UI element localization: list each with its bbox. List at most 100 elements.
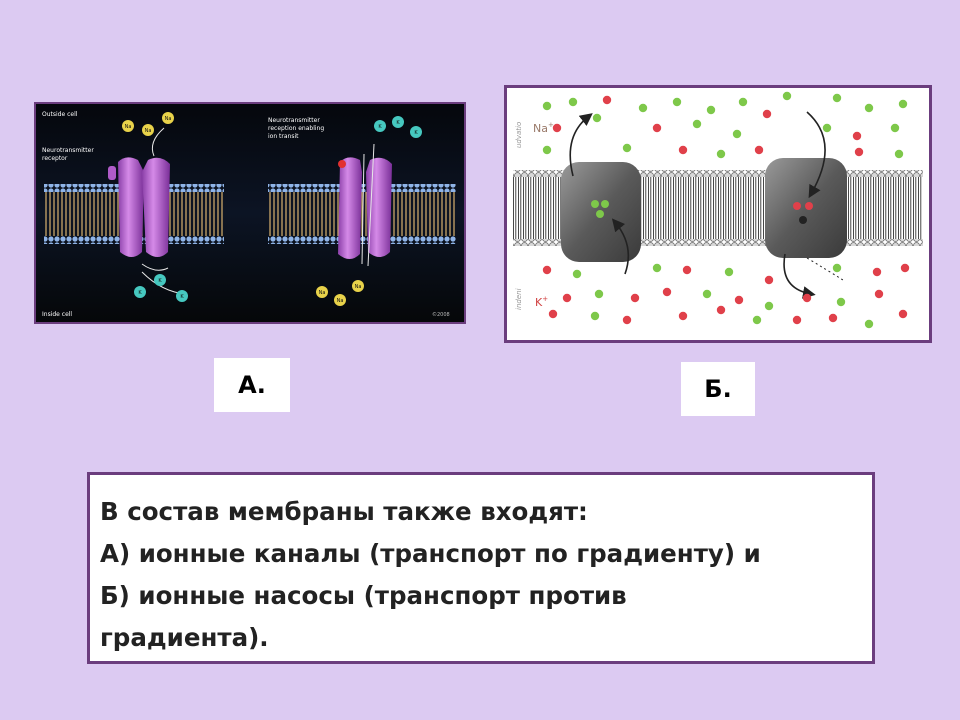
ion-particle (672, 97, 682, 107)
outside-label: udvatio (515, 122, 523, 148)
ion-particle (832, 93, 842, 103)
ion-particle (864, 103, 874, 113)
reception-label-line3: ion transit (268, 133, 299, 140)
ion-label: K (396, 120, 400, 126)
ion-particle (568, 97, 578, 107)
ion-particle (352, 280, 364, 292)
ion-label: K (158, 278, 162, 284)
caption-line-2: А) ионные каналы (транспорт по градиенту… (100, 539, 761, 568)
label-a: А. (214, 358, 290, 412)
outside-cell-label: Outside cell (42, 111, 78, 118)
ion-particle (374, 120, 386, 132)
ion-particle (392, 116, 404, 128)
ion-particle (316, 286, 328, 298)
ion-particle (678, 145, 688, 155)
ion-particle (732, 129, 742, 139)
caption-line-4: градиента). (100, 623, 269, 652)
ion-particle (716, 305, 726, 315)
ion-label: Na (145, 128, 152, 134)
ion-label: Na (355, 284, 362, 290)
credit-label: ©2008 (432, 311, 450, 318)
ion-particle (630, 293, 640, 303)
ion-particle (562, 293, 572, 303)
ion-particle (652, 123, 662, 133)
flow-arrows (141, 127, 375, 295)
ion-particle (738, 97, 748, 107)
ion-particle (894, 149, 904, 159)
figure-a-ion-channel: Outside cell Neurotransmitter receptor N… (34, 102, 466, 324)
caption-box: В состав мембраны также входят: А) ионны… (87, 472, 875, 664)
ion-pump-illustration: udvatio indeni Na+ K+ (507, 88, 929, 340)
ion-particle (334, 294, 346, 306)
open-channel (338, 157, 392, 259)
ion-particle (602, 95, 612, 105)
ion-particle (854, 147, 864, 157)
ion-particle (822, 123, 832, 133)
ion-particle (764, 301, 774, 311)
ion-particle (828, 313, 838, 323)
ion-particle (134, 286, 146, 298)
ion-particle (872, 267, 882, 277)
ion-particle (622, 315, 632, 325)
right-membrane (268, 184, 456, 244)
ion-label: Na (125, 124, 132, 130)
ion-particle (764, 275, 774, 285)
pump-left (561, 162, 641, 262)
ion-particle (898, 309, 908, 319)
ion-particle (542, 101, 552, 111)
ion-particle (762, 109, 772, 119)
ion-particle (662, 287, 672, 297)
ion-particle (852, 131, 862, 141)
label-b: Б. (681, 362, 755, 416)
ion-label: K (138, 290, 142, 296)
ion-particles (542, 91, 910, 329)
pump-right (765, 158, 847, 258)
reception-label-line2: reception enabling (268, 125, 324, 132)
caption-line-1: В состав мембраны также входят: (100, 497, 588, 526)
ion-label: Na (337, 298, 344, 304)
ion-particle (592, 113, 602, 123)
ion-particle (652, 263, 662, 273)
ion-particle (724, 267, 734, 277)
ion-particle (752, 315, 762, 325)
ion-particle (864, 319, 874, 329)
ion-particle (706, 105, 716, 115)
receptor-label-line2: receptor (42, 155, 68, 162)
caption-line-3: Б) ионные насосы (транспорт против (100, 581, 627, 610)
reception-label-line1: Neurotransmitter (268, 117, 320, 124)
ion-particle (154, 274, 166, 286)
receptor-label-line1: Neurotransmitter (42, 147, 94, 154)
inside-cell-label: Inside cell (42, 311, 72, 318)
ion-label: K (414, 130, 418, 136)
ion-particle (410, 126, 422, 138)
ion-particle (590, 311, 600, 321)
ion-particle (900, 263, 910, 273)
ion-particle (542, 145, 552, 155)
ion-particle (572, 269, 582, 279)
ion-particle (142, 124, 154, 136)
ion-particle (678, 311, 688, 321)
ion-particle (692, 119, 702, 129)
ion-particle (782, 91, 792, 101)
ion-label: K (180, 294, 184, 300)
ion-label: K (378, 124, 382, 130)
ion-particle (162, 112, 174, 124)
ion-particle (552, 123, 562, 133)
ion-particle (716, 149, 726, 159)
ion-particle (594, 289, 604, 299)
ion-particle (802, 293, 812, 303)
ion-particle (638, 103, 648, 113)
ion-particle (832, 263, 842, 273)
ion-particle (542, 265, 552, 275)
closed-channel (108, 157, 170, 257)
ion-particle (702, 289, 712, 299)
ion-particle (176, 290, 188, 302)
ion-particle (682, 265, 692, 275)
na-label: Na+ (533, 121, 554, 135)
ion-particle (548, 309, 558, 319)
ion-particle (836, 297, 846, 307)
ion-channel-illustration: Outside cell Neurotransmitter receptor N… (36, 104, 464, 322)
ion-particle (622, 143, 632, 153)
inside-label: indeni (515, 288, 523, 310)
